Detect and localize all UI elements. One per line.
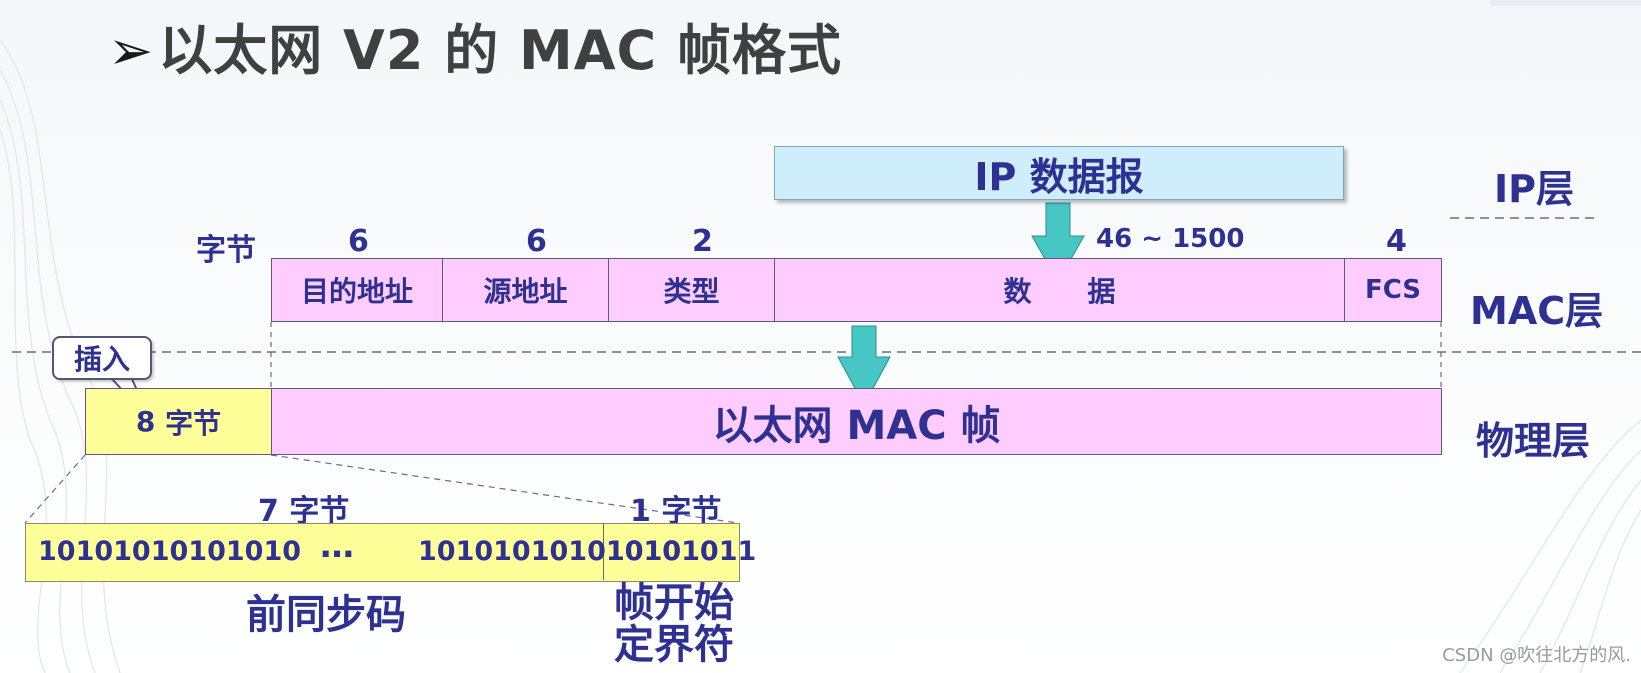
ethernet-mac-frame-box: 以太网 MAC 帧 — [271, 388, 1442, 455]
field-data: 数 据 — [774, 258, 1345, 322]
ip-datagram-box: IP 数据报 — [774, 146, 1344, 200]
preamble-caption: 前同步码 — [246, 592, 406, 638]
title-text: 以太网 V2 的 MAC 帧格式 — [158, 19, 842, 82]
field-src-address: 源地址 — [442, 258, 609, 322]
field-fcs-label: FCS — [1364, 275, 1422, 305]
preamble-8-bytes-box: 8 字节 — [85, 388, 272, 455]
preamble-bits-mid: 10101010101010 — [418, 536, 682, 567]
insert-callout: 插入 — [52, 336, 152, 380]
preamble-byte-count: 8 — [135, 405, 156, 438]
field-type-label: 类型 — [663, 275, 720, 308]
preamble-left-diagonal — [24, 454, 86, 524]
preamble-ellipsis: … — [320, 526, 354, 566]
sfd-caption-line1: 帧开始 — [614, 580, 734, 626]
insert-callout-label: 插入 — [73, 343, 130, 376]
type-bytes: 2 — [692, 224, 713, 259]
field-fcs: FCS — [1344, 258, 1442, 322]
title-arrow-icon: ➢ — [108, 19, 155, 82]
sfd-divider — [603, 523, 604, 580]
watermark: CSDN @吹往北方的风. — [1442, 645, 1631, 666]
sfd-bits: 10101011 — [606, 536, 757, 567]
src-bytes: 6 — [526, 224, 547, 259]
mac-layer-label: MAC层 — [1470, 289, 1604, 333]
mac-frame-label: 以太网 MAC 帧 — [712, 402, 1001, 449]
ip-layer-label: IP层 — [1494, 167, 1574, 211]
field-data-label: 数 据 — [1003, 275, 1116, 308]
preamble-byte-unit: 字节 — [165, 406, 222, 440]
mac-to-phy-arrow-icon — [837, 325, 891, 407]
field-dest-address: 目的地址 — [271, 258, 443, 322]
ip-datagram-label: IP 数据报 — [974, 154, 1144, 199]
physical-layer-label: 物理层 — [1476, 419, 1591, 463]
sfd-caption-line2: 定界符 — [614, 622, 734, 668]
byte-unit-label: 字节 — [196, 233, 256, 268]
dest-bytes: 6 — [348, 224, 369, 259]
field-type: 类型 — [608, 258, 775, 322]
preamble-right-diagonal — [270, 454, 739, 524]
fcs-bytes: 4 — [1386, 224, 1407, 259]
preamble-bits-left: 10101010101010 — [38, 536, 302, 567]
page-title: ➢以太网 V2 的 MAC 帧格式 — [108, 6, 842, 85]
field-src-address-label: 源地址 — [483, 275, 568, 308]
data-bytes: 46 ~ 1500 — [1096, 224, 1245, 254]
field-dest-address-label: 目的地址 — [300, 275, 413, 308]
preamble-bits-box — [25, 523, 740, 582]
